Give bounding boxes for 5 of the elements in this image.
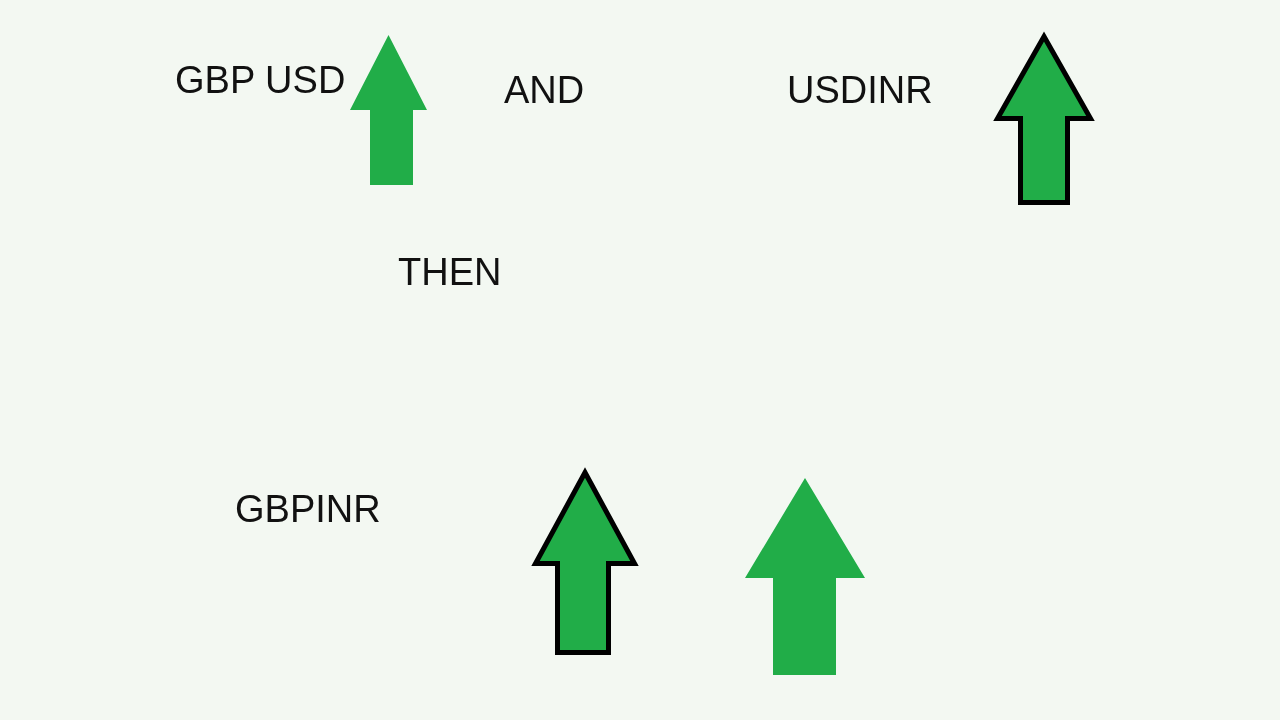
connective-word: AND [504,71,585,109]
currency-pair-label: GBP USD [175,61,346,99]
connective-word: THEN [398,253,502,291]
currency-pair-label: GBPINR [235,490,381,528]
currency-pair-label: USDINR [787,71,933,109]
